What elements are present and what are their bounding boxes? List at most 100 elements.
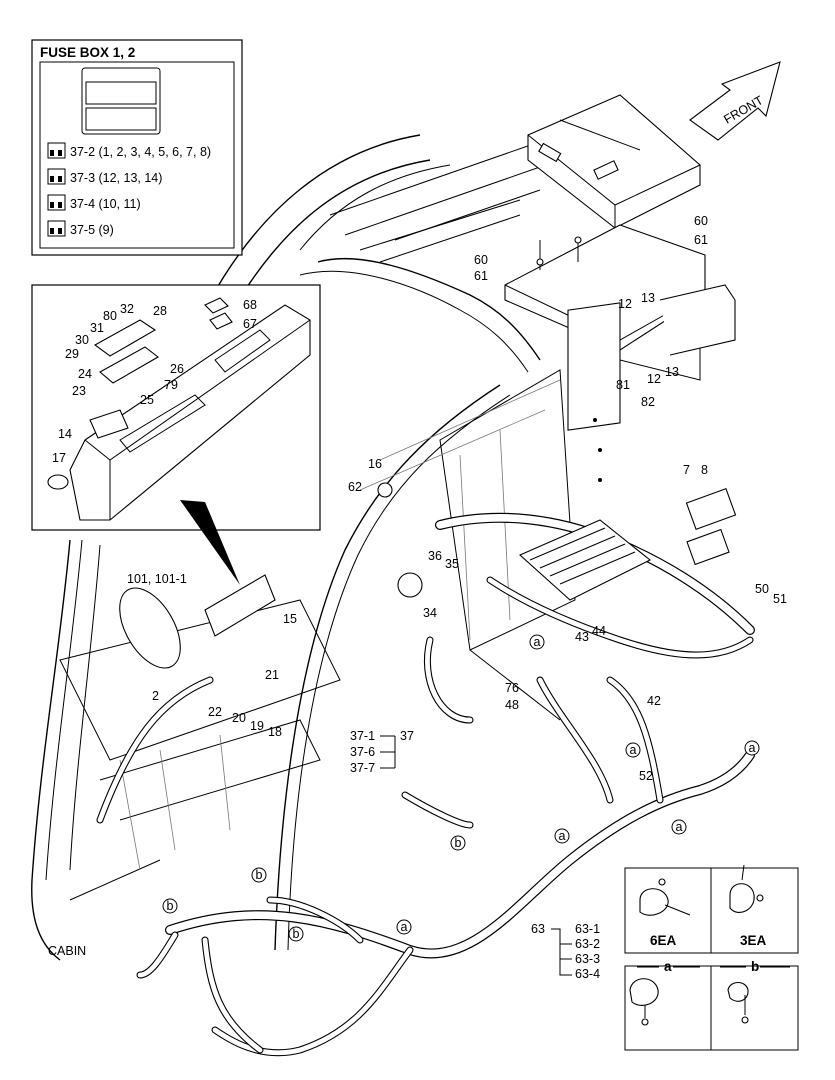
callout-label: 82 [641, 395, 655, 409]
svg-text:a: a [630, 743, 637, 757]
clamp-marker-b: b [162, 898, 178, 914]
callout-label: 32 [120, 302, 134, 316]
svg-text:b: b [293, 927, 300, 941]
fuse-row-1: 37-2 (1, 2, 3, 4, 5, 6, 7, 8) [70, 145, 211, 159]
fuse-row-3: 37-4 (10, 11) [70, 197, 141, 211]
callout-label: 13 [665, 365, 679, 379]
callout-label: 23 [72, 384, 86, 398]
clamp-a-icon [629, 978, 659, 1026]
clamp-marker-b: b [251, 867, 267, 883]
fuse-icon [47, 142, 66, 159]
clamp-marker-a: a [625, 742, 641, 758]
fuse-icon [47, 168, 66, 185]
callout-label: 42 [647, 694, 661, 708]
fuse-icon [47, 220, 66, 237]
ecu-controller-drawing [504, 94, 736, 381]
qty-6ea: 6EA [650, 933, 677, 948]
callout-label: 37-6 [350, 745, 375, 759]
callout-label: 12 [647, 372, 661, 386]
callout-label: 13 [641, 291, 655, 305]
callout-label: 63 [531, 922, 545, 936]
callout-label: 12 [618, 297, 632, 311]
callout-label: 31 [90, 321, 104, 335]
harness-drawing [96, 302, 755, 1057]
callout-label: 61 [694, 233, 708, 247]
clamp-marker-a: a [554, 828, 570, 844]
callout-label: 15 [283, 612, 297, 626]
callout-label: 68 [243, 298, 257, 312]
callout-label: 24 [78, 367, 92, 381]
fuse-box-panel: FUSE BOX 1, 2 37-2 (1, 2, 3, 4, 5, 6, 7,… [31, 39, 243, 256]
svg-text:b: b [167, 899, 174, 913]
svg-text:a: a [676, 820, 683, 834]
callout-label: 52 [639, 769, 653, 783]
callout-label: 43 [575, 630, 589, 644]
svg-text:b: b [256, 868, 263, 882]
svg-text:b: b [455, 836, 462, 850]
callout-label: 17 [52, 451, 66, 465]
callout-label: 50 [755, 582, 769, 596]
callout-label: 36 [428, 549, 442, 563]
svg-text:a: a [559, 829, 566, 843]
callout-label: 16 [368, 457, 382, 471]
callout-label: 37 [400, 729, 414, 743]
callout-label: 26 [170, 362, 184, 376]
clamp-marker-a: a [396, 919, 412, 935]
callout-label: 7 [683, 463, 690, 477]
callout-label: 63-4 [575, 967, 600, 981]
fuse-box-title: FUSE BOX 1, 2 [40, 45, 135, 60]
callout-label: 76 [505, 681, 519, 695]
callout-label: 79 [164, 378, 178, 392]
clamp-legend: 6EA 3EA a b [624, 864, 799, 1051]
cab-frame-drawing [31, 134, 576, 961]
cabin-label: CABIN [48, 944, 86, 958]
callout-label: 19 [250, 719, 264, 733]
qty-3ea: 3EA [740, 933, 767, 948]
clamp-marker-a: a [529, 634, 545, 650]
svg-text:a: a [401, 920, 408, 934]
callout-label: 8 [701, 463, 708, 477]
fuse-row-2: 37-3 (12, 13, 14) [70, 171, 162, 185]
callout-label: 34 [423, 606, 437, 620]
callout-label: 37-7 [350, 761, 375, 775]
clamp-marker-a: a [744, 740, 760, 756]
legend-key-b: b [751, 959, 759, 974]
callout-label: 14 [58, 427, 72, 441]
callout-label: 101, 101-1 [127, 572, 187, 586]
part-callouts: 32 28 80 31 30 29 26 24 79 23 25 14 17 6… [52, 214, 787, 1033]
svg-text:a: a [749, 741, 756, 755]
callout-label: 61 [474, 269, 488, 283]
callout-label: 63-2 [575, 937, 600, 951]
callout-label: 21 [265, 668, 279, 682]
callout-label: 30 [75, 333, 89, 347]
fuse-block-icon [81, 67, 161, 135]
callout-label: 60 [694, 214, 708, 228]
callout-label: 63-3 [575, 952, 600, 966]
callout-label: 48 [505, 698, 519, 712]
callout-label: 37-1 [350, 729, 375, 743]
callout-label: 67 [243, 317, 257, 331]
callout-label: 28 [153, 304, 167, 318]
clamp-6ea-icon [639, 878, 691, 916]
callout-label: 35 [445, 557, 459, 571]
clamp-markers: a a a a a a b b b b [162, 634, 760, 942]
callout-label: 18 [268, 725, 282, 739]
callout-label: 62 [348, 480, 362, 494]
clamp-marker-b: b [288, 926, 304, 942]
callout-label: 51 [773, 592, 787, 606]
callout-label: 60 [474, 253, 488, 267]
callout-label: 80 [103, 309, 117, 323]
clamp-b-icon [727, 981, 749, 1024]
legend-key-a: a [664, 959, 672, 974]
clamp-marker-a: a [671, 819, 687, 835]
front-direction-arrow: FRONT [689, 61, 781, 141]
fuse-row-4: 37-5 (9) [70, 223, 114, 237]
clamp-3ea-icon [729, 864, 764, 913]
callout-label: 81 [616, 378, 630, 392]
svg-text:a: a [534, 635, 541, 649]
clamp-marker-b: b [450, 835, 466, 851]
callout-label: 63-1 [575, 922, 600, 936]
callout-label: 29 [65, 347, 79, 361]
switch-panel-detail-inset [31, 284, 321, 585]
